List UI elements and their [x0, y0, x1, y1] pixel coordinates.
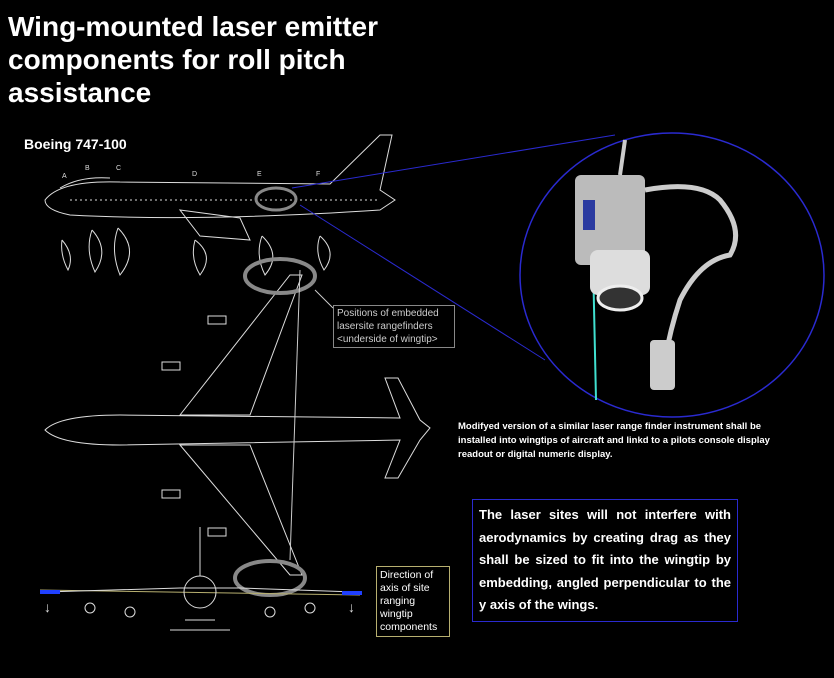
- highlight-ellipse: [243, 257, 317, 295]
- section-label: B: [85, 165, 90, 172]
- embedded-rangefinders-callout: Positions of embedded lasersite rangefin…: [333, 305, 455, 348]
- top-view-aircraft: [44, 274, 431, 576]
- section-label: C: [116, 165, 121, 172]
- section-label: E: [257, 171, 262, 178]
- page-title: Wing-mounted laser emitter components fo…: [8, 11, 379, 108]
- section-label: A: [62, 173, 67, 180]
- cross-sections: [61, 227, 331, 276]
- section-label: D: [192, 171, 197, 178]
- aerodynamics-note: The laser sites will not interfere with …: [472, 499, 738, 622]
- ranging-direction-callout: Direction of axis of site ranging wingti…: [376, 566, 450, 637]
- highlight-ellipse: [254, 186, 298, 212]
- wingtip-marker-right: [342, 591, 362, 595]
- highlight-ellipse: [233, 559, 307, 597]
- instrument-description: Modifyed version of a similar laser rang…: [458, 421, 770, 460]
- side-view-aircraft: [44, 134, 396, 241]
- section-label: F: [316, 171, 320, 178]
- down-arrow-icon: ↓: [348, 599, 355, 615]
- front-view-aircraft: [39, 527, 361, 631]
- wingtip-marker-left: [40, 590, 60, 594]
- laser-rangefinder-image: [575, 139, 739, 401]
- aircraft-model-label: Boeing 747-100: [24, 136, 127, 152]
- down-arrow-icon: ↓: [44, 599, 51, 615]
- section-letters: A B C D E F: [62, 165, 320, 180]
